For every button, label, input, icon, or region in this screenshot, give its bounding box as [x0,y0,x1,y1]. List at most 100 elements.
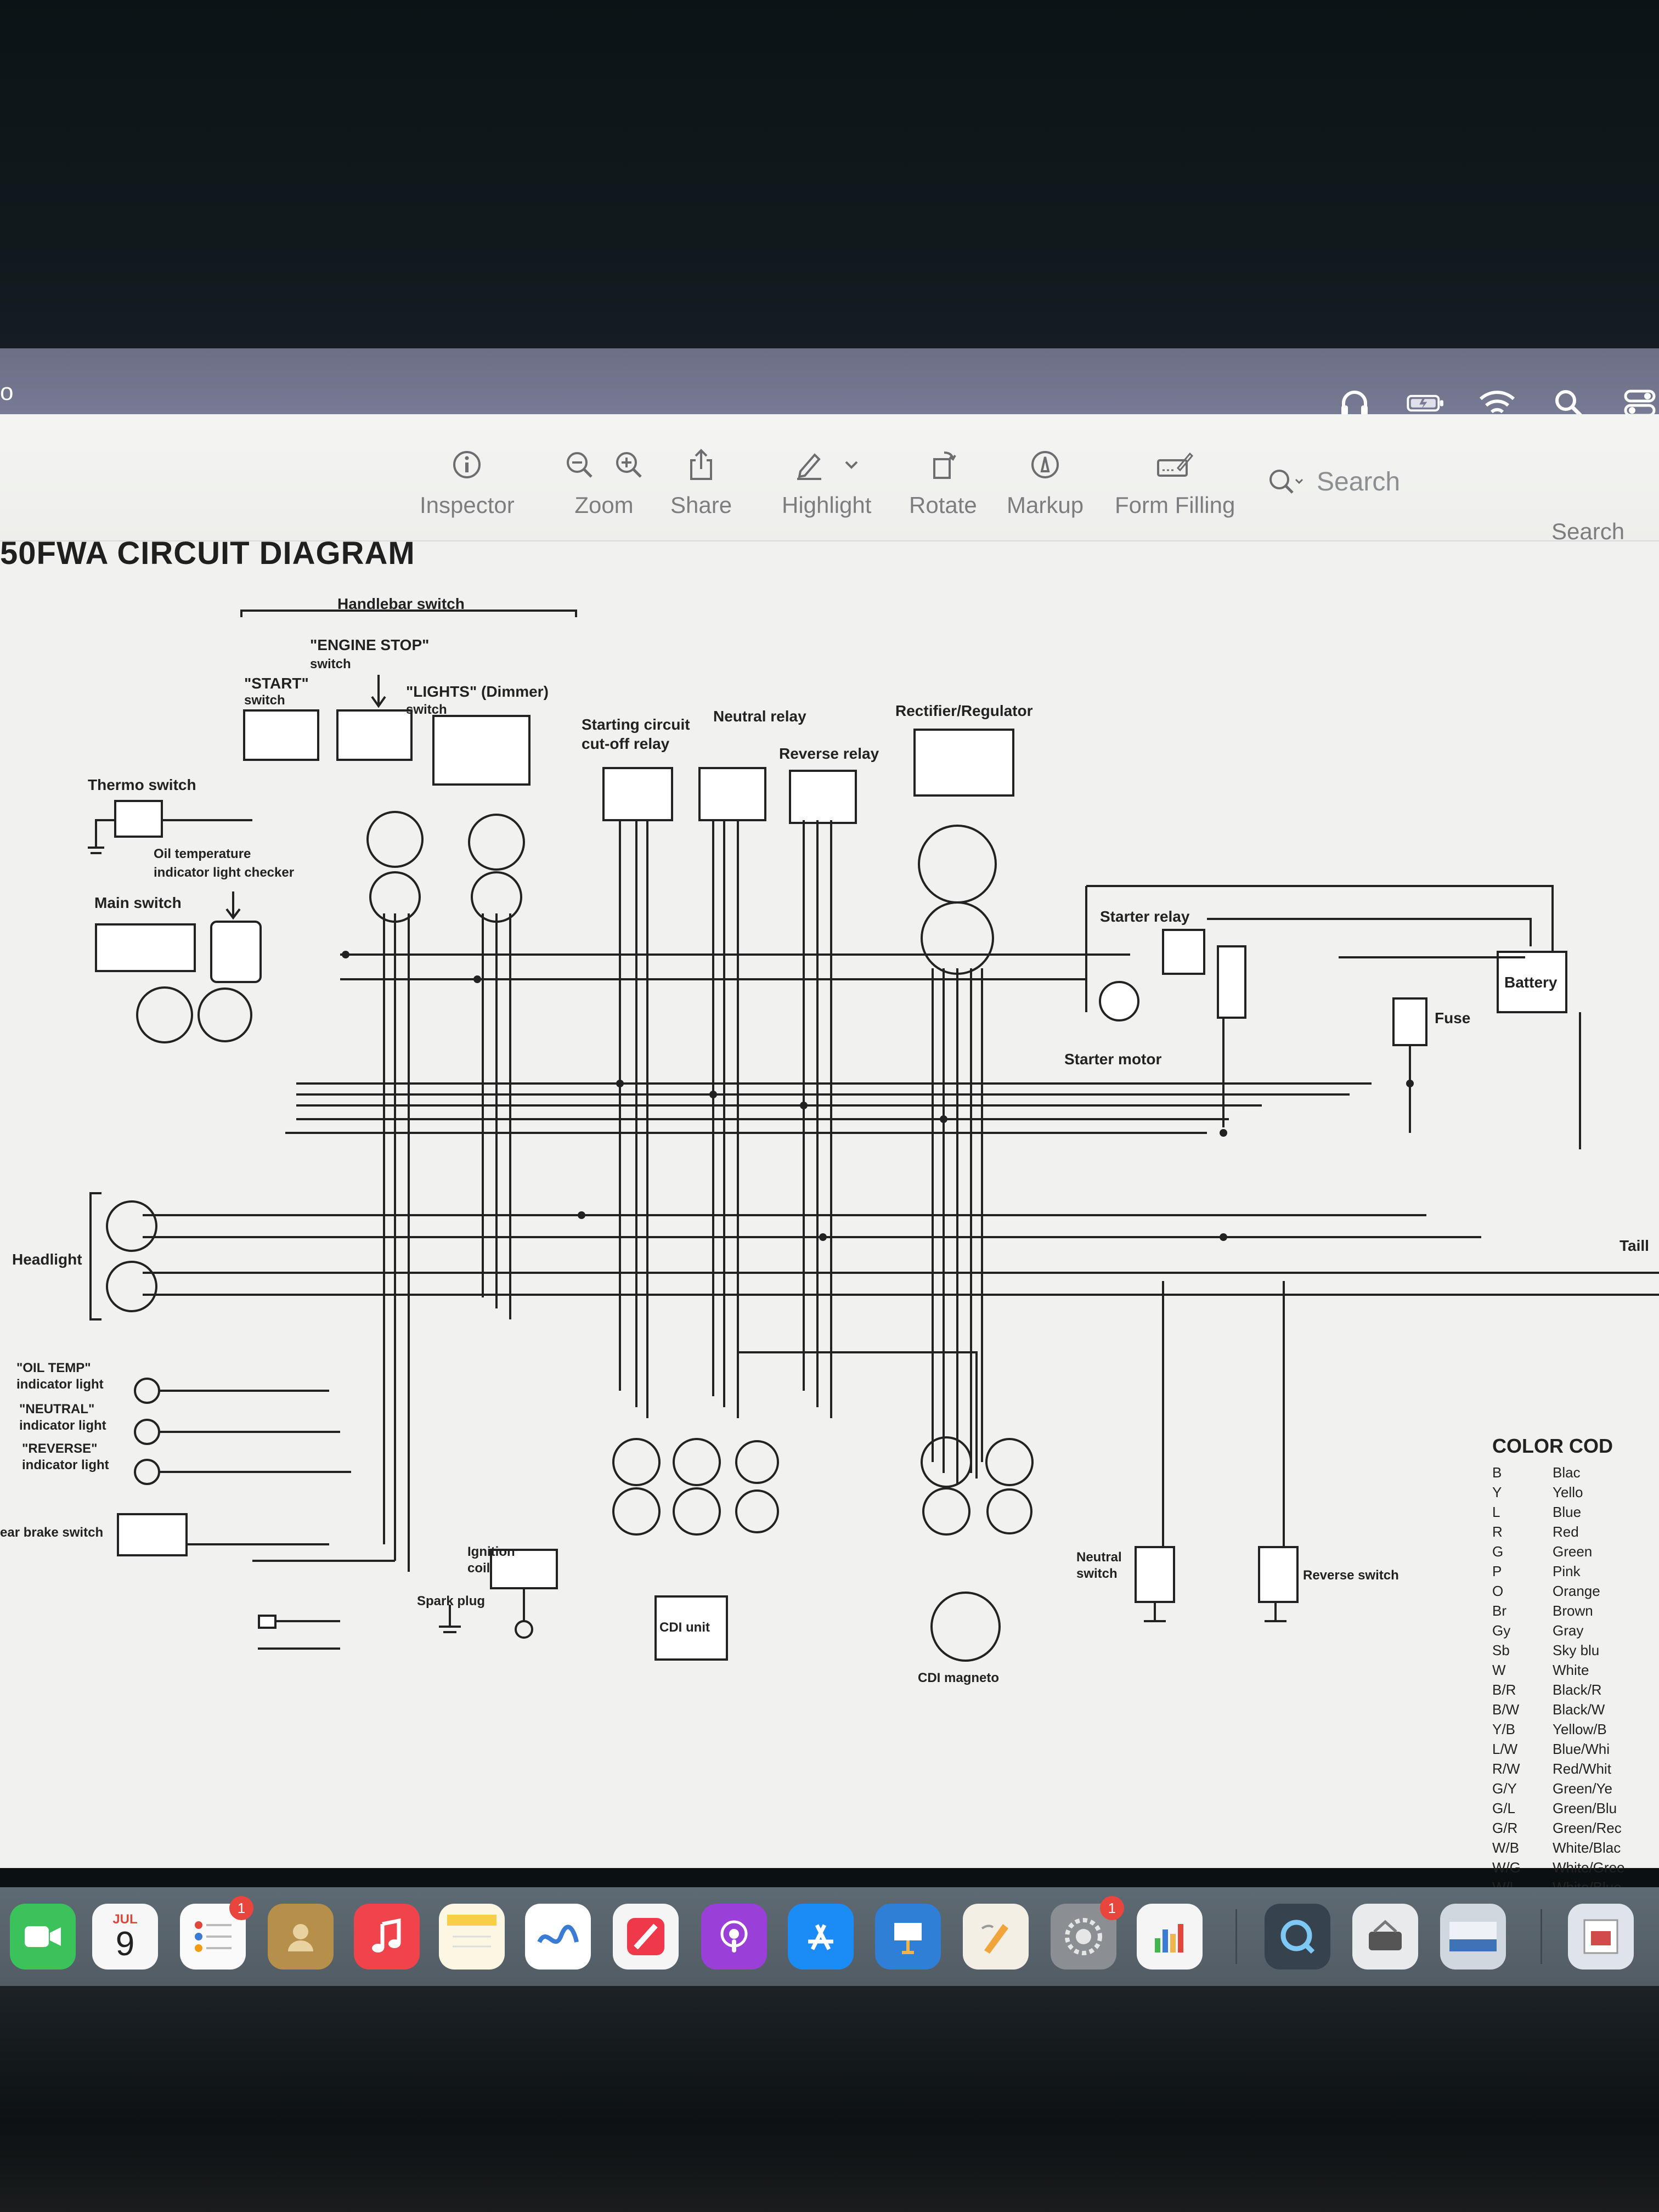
color-code-abbrev: Y [1492,1484,1502,1500]
freeform-icon[interactable] [525,1904,591,1970]
search-icon[interactable] [1549,384,1588,422]
zoom-in-icon[interactable] [613,449,644,480]
share-button[interactable]: Share [670,447,732,518]
color-code-abbrev: P [1492,1563,1502,1579]
circuit-wiring [88,610,1659,1662]
calendar-month: JUL [112,1912,138,1927]
reminders-badge: 1 [229,1896,253,1920]
markup-label: Markup [1007,492,1084,518]
zoom-label: Zoom [574,492,634,518]
color-code-row: R Red [1492,1523,1625,1543]
form-filling-icon [1156,452,1193,477]
neutral-switch-label: Neutral [1076,1550,1122,1565]
zoom-button[interactable]: Zoom [564,447,644,518]
preview-toolbar: Inspector Zoom Share Highlight Rotate Ma… [0,414,1659,544]
color-code-abbrev: R/W [1492,1760,1520,1777]
ignition-coil-label-2: coil [467,1561,490,1576]
notes-icon[interactable] [439,1904,505,1970]
rotate-button[interactable]: Rotate [909,447,977,518]
color-code-name: White/Blac [1553,1839,1621,1856]
app-store-icon[interactable] [788,1904,854,1970]
spark-plug-label: Spark plug [417,1594,486,1609]
preview-app-icon[interactable] [1352,1904,1418,1970]
dock: JUL 9 1 1 [0,1887,1659,1986]
form-filling-button[interactable]: Form Filling [1115,447,1235,518]
dock-separator [1235,1909,1237,1964]
news-icon[interactable] [613,1904,679,1970]
photo-thumbnail-icon[interactable] [1440,1904,1506,1970]
starting-circuit-label-2: cut-off relay [582,735,670,752]
color-code-title: COLOR COD [1492,1435,1613,1457]
color-code-name: Gray [1553,1622,1584,1639]
rotate-label: Rotate [909,492,977,518]
quicktime-icon[interactable] [1265,1904,1330,1970]
search-placeholder: Search [1317,467,1401,496]
color-code-abbrev: L [1492,1504,1500,1520]
keynote-icon[interactable] [875,1904,941,1970]
share-icon [690,449,713,480]
oil-temp-light-label: "OIL TEMP" [16,1361,91,1375]
main-switch-label: Main switch [94,894,182,911]
color-code-abbrev: G/L [1492,1800,1515,1816]
facetime-icon[interactable] [10,1904,76,1970]
chevron-down-icon[interactable] [843,456,860,473]
color-code-name: Green/Blu [1553,1800,1617,1816]
screen-bezel-top [0,0,1659,351]
oil-temp-checker-label: Oil temperature [154,847,251,861]
headphones-icon[interactable] [1335,384,1374,422]
cdi-unit-label: CDI unit [659,1620,710,1635]
color-code-abbrev: R [1492,1523,1503,1540]
search-field[interactable]: Search [1267,466,1400,497]
start-switch-label: "START" [244,675,309,692]
reverse-relay-label: Reverse relay [779,745,879,762]
reminders-icon[interactable]: 1 [180,1896,253,1970]
settings-badge: 1 [1100,1896,1124,1920]
engine-stop-label-2: switch [310,657,351,672]
taillight-label: Taill [1620,1237,1649,1254]
color-code-name: Red [1553,1523,1579,1540]
contacts-icon[interactable] [268,1904,334,1970]
inspector-button[interactable]: Inspector [420,447,515,518]
calendar-icon[interactable]: JUL 9 [92,1904,158,1970]
system-settings-icon[interactable]: 1 [1051,1896,1124,1970]
downloads-stack-icon[interactable] [1568,1904,1634,1970]
handlebar-switch-label: Handlebar switch [337,595,465,612]
color-code-row: G Green [1492,1543,1625,1563]
reverse-light-label: "REVERSE" [22,1441,98,1456]
color-code-abbrev: Br [1492,1602,1506,1619]
music-icon[interactable] [354,1904,420,1970]
dock-separator-2 [1541,1909,1542,1964]
pages-icon[interactable] [963,1904,1029,1970]
zoom-out-icon[interactable] [564,449,595,480]
preview-window: Inspector Zoom Share Highlight Rotate Ma… [0,414,1659,1895]
color-code-name: Green/Ye [1553,1780,1612,1797]
podcasts-icon[interactable] [701,1904,767,1970]
battery-icon[interactable] [1407,384,1445,422]
color-code-name: White [1553,1662,1589,1678]
neutral-light-label-2: indicator light [19,1418,106,1433]
highlight-button[interactable]: Highlight [782,447,871,518]
reverse-switch-label: Reverse switch [1303,1568,1399,1583]
reverse-light-label-2: indicator light [22,1458,109,1472]
fuse-label: Fuse [1435,1009,1471,1026]
color-code-name: Green [1553,1543,1593,1560]
battery-label: Battery [1504,974,1558,991]
pdf-document: 50FWA CIRCUIT DIAGRAM [0,529,1659,1895]
neutral-light-label: "NEUTRAL" [19,1402,95,1417]
markup-button[interactable]: Markup [1007,447,1084,518]
color-code-abbrev: W [1492,1662,1506,1678]
color-code-name: Brown [1553,1602,1593,1619]
highlight-label: Highlight [782,492,872,518]
numbers-icon[interactable] [1137,1904,1203,1970]
color-code-abbrev: G [1492,1543,1504,1560]
